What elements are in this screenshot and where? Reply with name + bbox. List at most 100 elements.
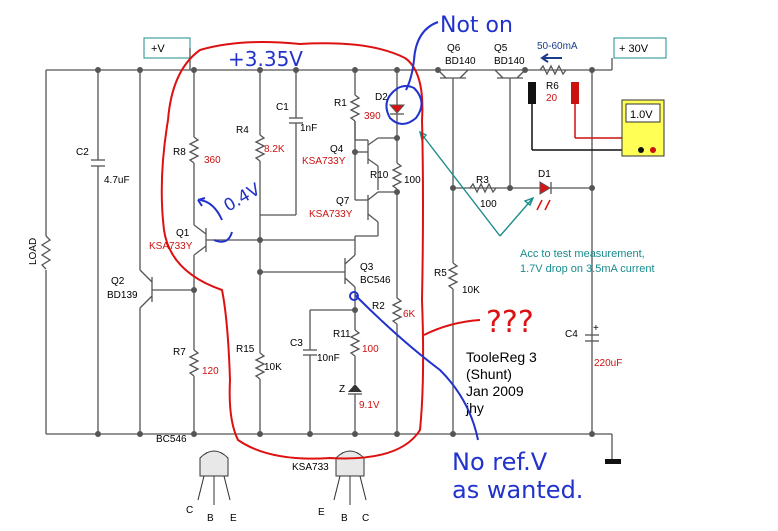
r3-name: R3: [476, 175, 489, 186]
c2-name: C2: [76, 147, 89, 158]
r15-value: 10K: [264, 362, 282, 373]
r2-resistor: [391, 297, 403, 325]
blue-curve-q1: [213, 231, 233, 243]
zener-name: Z: [339, 384, 345, 395]
c1-name: C1: [276, 102, 289, 113]
c1-value: 1nF: [300, 123, 317, 134]
junction-dots: [95, 67, 595, 437]
d1-name: D1: [538, 169, 551, 180]
c4-name: C4: [565, 329, 578, 340]
handwritten-no-ref: No ref.V: [452, 448, 548, 476]
r10-resistor: [391, 162, 403, 190]
blue-line-no-ref: [354, 294, 479, 441]
r8-value: 360: [204, 155, 221, 166]
current-arrow: [540, 53, 562, 63]
r4-name: R4: [236, 125, 249, 136]
r6-value: 20: [546, 93, 558, 104]
current-label: 50-60mA: [537, 41, 578, 52]
bc546-pin-e: E: [230, 513, 237, 524]
voltmeter-terminal-red: [650, 147, 656, 153]
load-label: LOAD: [28, 238, 39, 265]
blue-arrow-0-4v: [197, 197, 223, 221]
q3-name: Q3: [360, 262, 374, 273]
r7-name: R7: [173, 347, 186, 358]
voltmeter-terminal-black: [638, 147, 644, 153]
d1-led: [539, 181, 551, 195]
note-line2: 1.7V drop on 3.5mA current: [520, 263, 655, 275]
q4-name: Q4: [330, 144, 344, 155]
q5-name: Q5: [494, 43, 508, 54]
r1-name: R1: [334, 98, 347, 109]
r4-value: 8.2K: [264, 144, 285, 155]
r2-value: 6K: [403, 309, 416, 320]
d1-emission-icon: [536, 199, 551, 211]
plus-v-label: +V: [151, 43, 165, 55]
q2-type: BD139: [107, 290, 138, 301]
voltmeter-reading: 1.0V: [630, 109, 653, 121]
r10-value: 100: [404, 175, 421, 186]
d2-name: D2: [375, 92, 388, 103]
q6-name: Q6: [447, 43, 461, 54]
plus-30v-label-box: [613, 37, 667, 59]
r5-resistor: [447, 262, 459, 290]
blue-probe-circle: [349, 291, 359, 301]
r8-name: R8: [173, 147, 186, 158]
title-line3: Jan 2009: [466, 383, 524, 399]
r11-name: R11: [333, 329, 351, 340]
r6-sense-block-right: [571, 82, 579, 104]
c2-value: 4.7uF: [104, 175, 130, 186]
blue-circle-d2: [385, 85, 423, 125]
q6-type: BD140: [445, 56, 476, 67]
d2-led: [388, 104, 406, 114]
zener-value: 9.1V: [359, 400, 380, 411]
r8-resistor: [188, 136, 200, 164]
r7-value: 120: [202, 366, 219, 377]
c3-name: C3: [290, 338, 303, 349]
ground-symbol: [605, 459, 621, 464]
plus-30v-label: + 30V: [619, 43, 649, 55]
question-marks: ???: [486, 305, 534, 340]
bc546-pin-b: B: [207, 513, 214, 524]
q7-name: Q7: [336, 196, 350, 207]
q5-type: BD140: [494, 56, 525, 67]
voltmeter-display: [625, 103, 661, 123]
blue-line-not-on: [405, 21, 439, 91]
title-line1: TooleReg 3: [466, 349, 537, 365]
handwritten-3-35v: +3.35V: [228, 47, 303, 71]
q7-type: KSA733Y: [309, 209, 353, 220]
r10-name: R10: [370, 170, 389, 181]
ksa733-pin-e: E: [318, 507, 325, 518]
ksa733-pin-c: C: [362, 513, 369, 524]
r5-value: 10K: [462, 285, 480, 296]
r5-name: R5: [434, 268, 447, 279]
q1-type: KSA733Y: [149, 241, 193, 252]
r7-resistor: [188, 349, 200, 377]
r4-resistor: [254, 134, 266, 162]
bc546-pin-c: C: [186, 505, 193, 516]
handwritten-as-wanted: as wanted.: [452, 476, 583, 504]
handwritten-0-4v: 0.4V: [221, 179, 265, 216]
red-pointer-line: [423, 319, 481, 336]
c4-value: 220uF: [594, 358, 622, 369]
r6-name: R6: [546, 81, 559, 92]
q3-type: BC546: [360, 275, 391, 286]
title-line2: (Shunt): [466, 366, 512, 382]
red-highlight-outline: [160, 41, 425, 460]
q2-name: Q2: [111, 276, 125, 287]
ksa733-name: KSA733: [292, 462, 329, 473]
bc546-package: [197, 450, 231, 505]
r2-name: R2: [372, 301, 385, 312]
r6-resistor: [539, 64, 567, 76]
r15-name: R15: [236, 344, 255, 355]
bc546-name: BC546: [156, 434, 187, 445]
q4-type: KSA733Y: [302, 156, 346, 167]
r11-resistor: [349, 329, 361, 357]
r1-value: 390: [364, 111, 381, 122]
r3-value: 100: [480, 199, 497, 210]
c3-value: 10nF: [317, 353, 340, 364]
r11-value: 100: [362, 344, 379, 355]
zener-diode: [348, 384, 362, 392]
ksa733-pin-b: B: [341, 513, 348, 524]
c4-plus: +: [593, 323, 599, 334]
